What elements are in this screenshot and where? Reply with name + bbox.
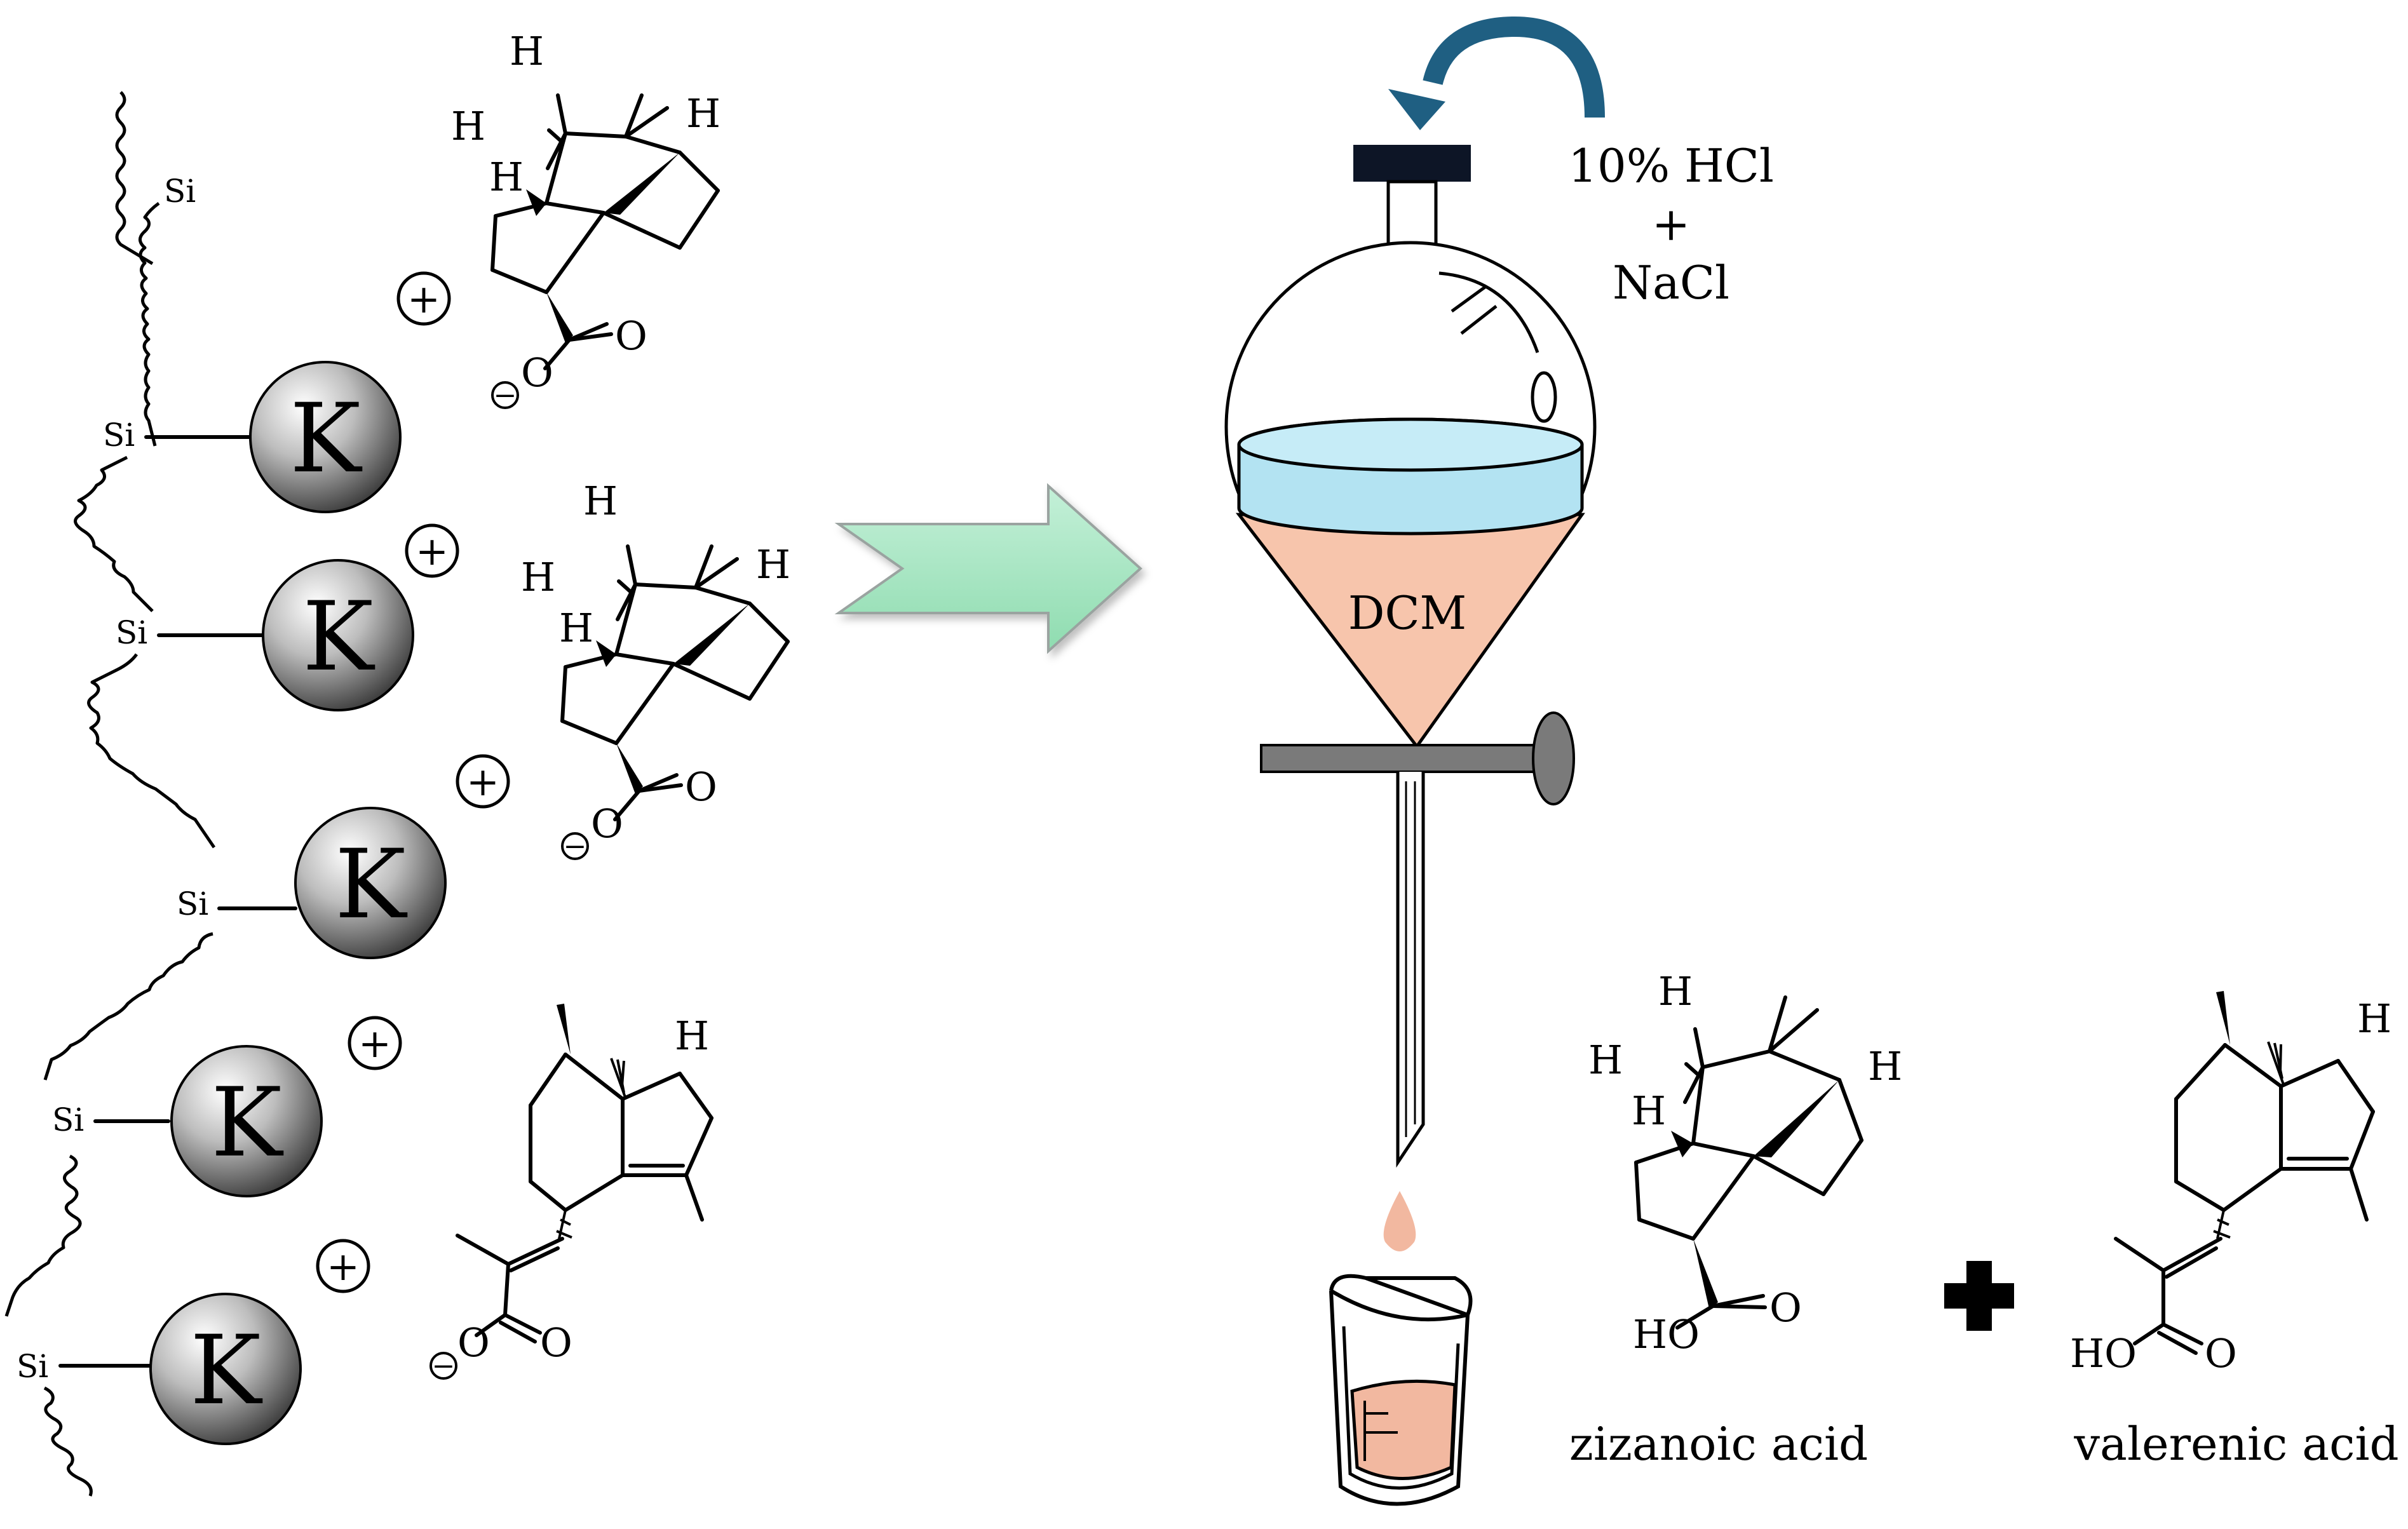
si-label-5: Si: [52, 1101, 84, 1138]
svg-text:+: +: [358, 1020, 391, 1067]
si-label-1: Si: [164, 173, 196, 210]
svg-text:H: H: [510, 28, 544, 74]
si-label-6: Si: [17, 1348, 48, 1385]
separatory-funnel: [1224, 145, 1597, 1168]
zizanoate-anion-1: H H H H O O −: [451, 28, 720, 412]
si-label-2: Si: [103, 417, 135, 454]
svg-text:H: H: [675, 1013, 709, 1059]
svg-text:+: +: [407, 276, 440, 322]
si-k-linkers: [58, 435, 297, 1368]
svg-text:H: H: [489, 154, 524, 200]
k-sphere-1-label: K: [290, 384, 363, 494]
svg-text:O: O: [2205, 1330, 2237, 1377]
k-sphere-5: K: [149, 1293, 302, 1445]
svg-text:H: H: [756, 541, 790, 588]
svg-text:−: −: [494, 379, 517, 412]
drop: [1383, 1191, 1416, 1251]
svg-text:H: H: [1588, 1037, 1623, 1083]
reagent-line-1: 10% HCl: [1568, 139, 1774, 192]
svg-text:H: H: [521, 554, 555, 600]
svg-text:+: +: [416, 528, 449, 574]
collection-beaker: [1329, 1274, 1473, 1506]
svg-text:O: O: [685, 764, 717, 810]
svg-text:H: H: [559, 605, 593, 651]
svg-text:O: O: [457, 1319, 490, 1366]
product-2-name: valerenic acid: [2073, 1417, 2398, 1471]
process-arrow: [834, 483, 1142, 654]
k-sphere-4: K: [170, 1045, 323, 1197]
svg-text:H: H: [686, 90, 720, 137]
k-sphere-3: K: [294, 807, 447, 959]
funnel-stopper: [1353, 145, 1471, 182]
reagent-line-2: +: [1652, 198, 1690, 251]
plus-charge-4: +: [348, 1016, 402, 1070]
product-1-name: zizanoic acid: [1569, 1417, 1868, 1471]
svg-text:+: +: [466, 758, 499, 805]
svg-text:H: H: [1868, 1043, 1902, 1089]
solvent-label: DCM: [1348, 586, 1467, 640]
svg-text:−: −: [432, 1350, 456, 1382]
zizanoate-anion-2: H H H H O O −: [521, 478, 790, 863]
svg-text:H: H: [451, 103, 485, 149]
svg-text:H: H: [1658, 968, 1693, 1014]
reagent-line-3: NaCl: [1613, 256, 1729, 309]
si-label-3: Si: [116, 614, 147, 651]
zizanoic-acid-structure: H H H H O HO: [1588, 968, 1902, 1357]
svg-text:HO: HO: [1633, 1311, 1700, 1357]
plus-charge-2: +: [405, 523, 459, 578]
valerenate-anion: H O O −: [430, 1004, 714, 1382]
svg-text:O: O: [1769, 1284, 1802, 1331]
plus-charge-3: +: [456, 754, 510, 809]
plus-charge-1: +: [396, 271, 451, 326]
recycle-arrow: [1388, 16, 1605, 130]
cation-charges: + + + + +: [316, 271, 510, 1293]
si-label-4: Si: [177, 886, 208, 922]
svg-text:O: O: [521, 349, 553, 396]
k-sphere-3-label: K: [335, 830, 408, 940]
k-sphere-2-label: K: [302, 582, 375, 692]
plus-charge-5: +: [316, 1239, 370, 1293]
silica-chain: [4, 91, 216, 1497]
k-sphere-5-label: K: [190, 1316, 263, 1426]
svg-text:H: H: [2357, 995, 2391, 1042]
stopcock-handle: [1260, 744, 1542, 773]
svg-text:+: +: [327, 1243, 360, 1290]
svg-text:H: H: [1632, 1088, 1666, 1134]
k-sphere-4-label: K: [211, 1068, 284, 1178]
valerenic-acid-structure: H O HO: [2070, 991, 2391, 1377]
svg-text:O: O: [615, 313, 647, 359]
k-sphere-1: K: [249, 361, 402, 513]
svg-text:O: O: [591, 800, 623, 847]
k-sphere-2: K: [262, 559, 414, 711]
svg-text:H: H: [583, 478, 618, 524]
svg-text:−: −: [564, 830, 587, 863]
svg-text:HO: HO: [2070, 1330, 2137, 1377]
svg-text:O: O: [540, 1319, 572, 1366]
stopcock-knob: [1532, 711, 1575, 805]
plus-sign: [1944, 1261, 2014, 1331]
